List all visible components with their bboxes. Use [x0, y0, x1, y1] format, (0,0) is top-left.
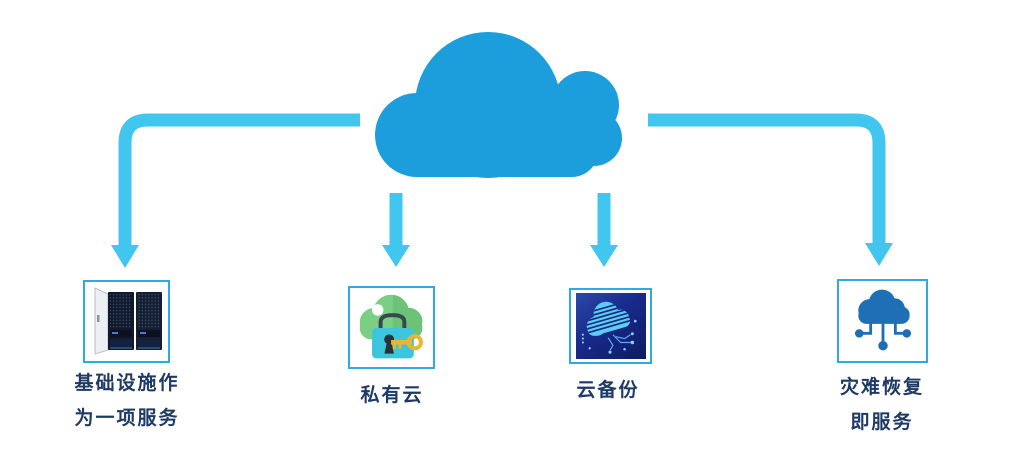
arrow-to-cloud-backup — [590, 193, 618, 267]
node-label-iaas: 基础设施作 为一项服务 — [37, 366, 217, 436]
server-rack-icon — [94, 286, 162, 355]
cloud-network-icon — [854, 289, 911, 351]
node-box-cloud-backup — [569, 288, 652, 364]
cloud-shape — [375, 32, 622, 178]
arrow-to-private-cloud — [382, 193, 410, 267]
arrow-to-iaas — [111, 113, 360, 268]
label-line: 基础设施作 — [74, 373, 180, 394]
arrow-to-draas — [648, 113, 893, 266]
label-line: 私有云 — [360, 385, 424, 406]
label-line: 灾难恢复 — [839, 377, 924, 398]
node-box-private-cloud — [348, 286, 435, 369]
label-line: 为一项服务 — [74, 408, 180, 429]
cloud-lock-icon — [359, 294, 423, 358]
cloud-backup-image-bg — [575, 293, 646, 359]
node-box-draas — [837, 279, 928, 363]
label-line: 云备份 — [576, 380, 640, 401]
node-label-private-cloud: 私有云 — [302, 378, 482, 413]
node-box-iaas — [83, 280, 170, 363]
node-label-cloud-backup: 云备份 — [518, 373, 698, 408]
cloud-backup-icon — [581, 299, 637, 354]
node-label-draas: 灾难恢复 即服务 — [792, 370, 972, 440]
label-line: 即服务 — [850, 412, 914, 433]
